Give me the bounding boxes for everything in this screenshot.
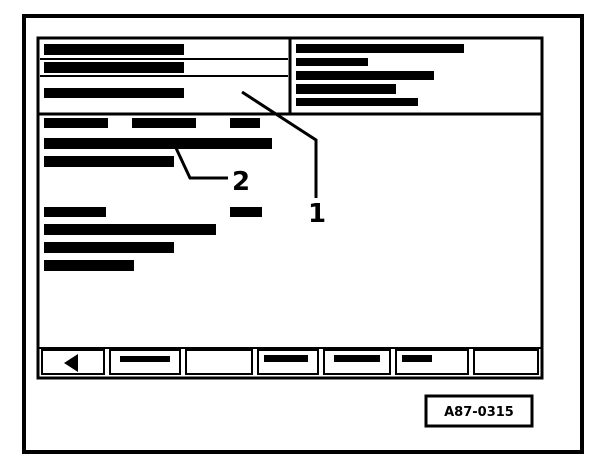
body-line-2: [44, 156, 174, 167]
header-left-line-2: [44, 62, 184, 73]
header-left-line-3: [44, 88, 184, 98]
body-field-2: [132, 118, 196, 128]
left-arrow-icon: [64, 354, 78, 372]
callout-1-leader: [241, 90, 318, 198]
reference-code-box: [424, 394, 534, 428]
body-line-4: [44, 224, 216, 235]
body-line-1: [44, 138, 272, 149]
header-left-line-1: [44, 44, 184, 55]
header-right-line-2: [296, 58, 368, 66]
softkey-5-label: [334, 355, 380, 362]
header-right-line-5: [296, 98, 418, 106]
body-line-3a: [44, 207, 106, 217]
callout-2-label: 2: [232, 167, 250, 197]
header-right-line-4: [296, 84, 396, 94]
header-right-line-3: [296, 71, 434, 80]
softkey-7[interactable]: [473, 349, 539, 375]
header-right-line-1: [296, 44, 464, 53]
body-line-6: [44, 260, 134, 271]
body-line-5: [44, 242, 174, 253]
body-field-1: [44, 118, 108, 128]
softkey-6-label: [402, 355, 432, 362]
body-line-3b: [230, 207, 262, 217]
body-field-3: [230, 118, 260, 128]
softkey-4-label: [264, 355, 308, 362]
softkey-2-label: [120, 356, 170, 362]
softkey-bar: [41, 349, 539, 375]
reference-code: A87-0315: [444, 405, 514, 420]
callout-2-leader: [174, 147, 228, 180]
callout-1-label: 1: [308, 199, 326, 229]
softkey-3[interactable]: [185, 349, 253, 375]
